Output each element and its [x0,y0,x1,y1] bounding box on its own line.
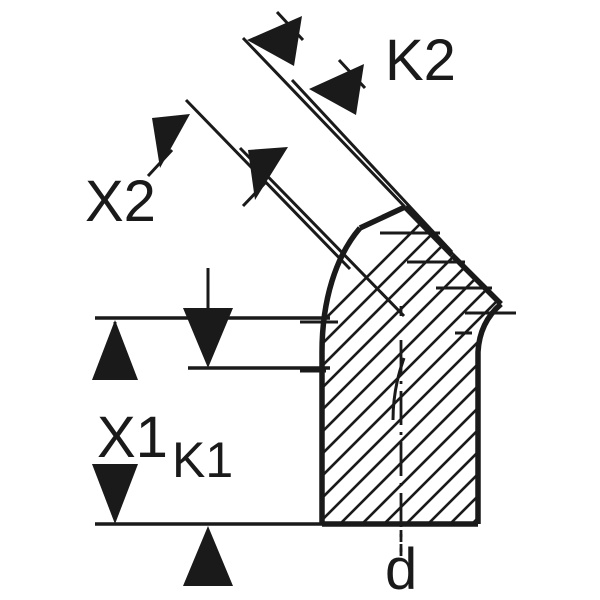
label-d: d [385,537,417,600]
dimension-k2 [241,10,454,254]
horizontal-extension-lines [95,316,330,526]
label-k1: K1 [172,432,233,488]
face-tick-marks [300,231,516,373]
label-x1: X1 [97,405,168,470]
label-k2: K2 [385,28,456,93]
dimension-k1 [183,268,233,586]
label-x2: X2 [85,169,156,234]
fitting-outline [319,204,503,527]
dimension-x1 [92,320,138,524]
dimension-x2 [146,98,406,318]
